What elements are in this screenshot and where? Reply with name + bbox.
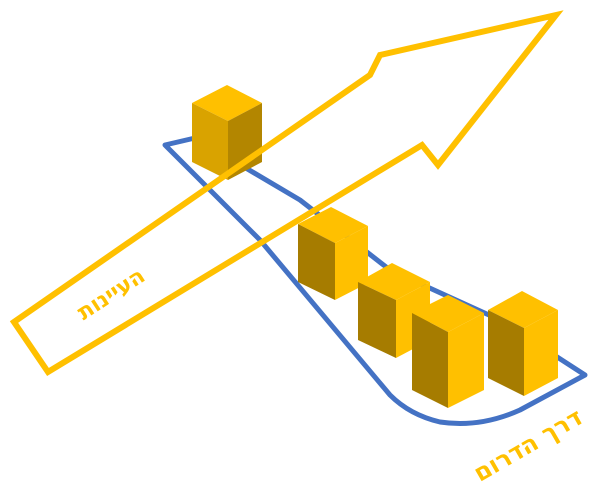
block-1 [192,85,262,180]
south-route-track [162,135,588,426]
direction-arrow [9,10,564,377]
block-2-front [298,224,335,300]
block-1-side [228,103,262,180]
block-5-front [488,310,524,396]
block-1-front [192,103,228,180]
block-2 [298,207,368,300]
block-3-top [358,263,430,300]
block-4-front [412,313,448,408]
block-5-side [524,310,558,396]
block-4 [412,295,484,408]
block-1-top [192,85,262,121]
block-5 [488,291,558,396]
track-label: דרך הדרום [469,403,588,488]
block-4-side [448,313,484,408]
block-4-top [412,295,484,332]
block-2-top [298,207,368,243]
block-3-front [358,282,396,358]
